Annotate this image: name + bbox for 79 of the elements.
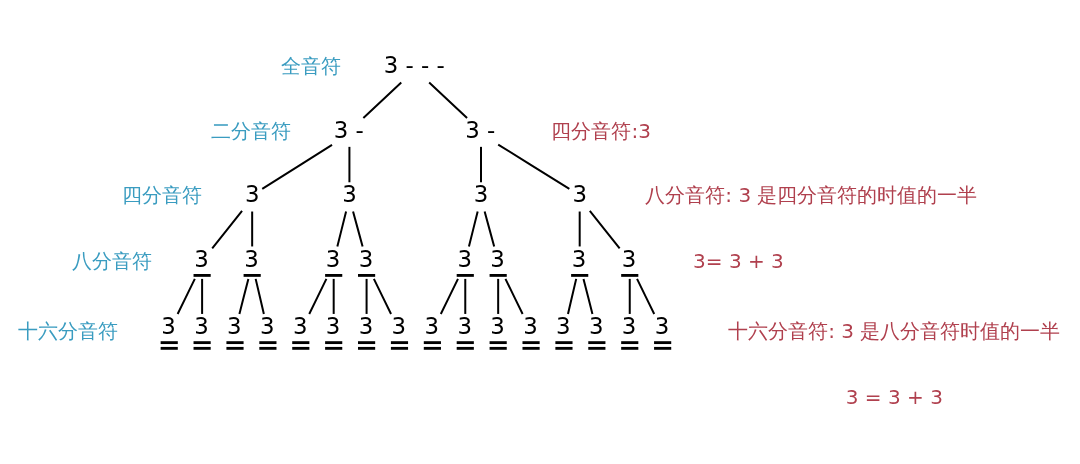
node-box bbox=[621, 273, 639, 277]
label: 八分音符 bbox=[72, 248, 152, 273]
node-label: 3 bbox=[227, 312, 242, 339]
node-label: 3 bbox=[424, 312, 440, 339]
connector bbox=[497, 143, 571, 190]
label: 3 = 3 + 3 bbox=[845, 384, 943, 409]
node-label: 3 bbox=[292, 312, 308, 339]
connector bbox=[365, 277, 368, 315]
connector bbox=[211, 209, 244, 249]
node-text: 3 bbox=[473, 180, 489, 207]
node-box bbox=[456, 273, 474, 277]
node-label: 3 bbox=[571, 245, 587, 272]
node-label: 3 bbox=[325, 312, 341, 339]
label: 十六分音符 bbox=[17, 318, 118, 343]
connector bbox=[372, 277, 393, 315]
node-text: 3 - - - bbox=[383, 51, 445, 78]
node-label: 3 bbox=[457, 312, 472, 339]
node-text: 3 - bbox=[465, 116, 496, 143]
node-label: 3 bbox=[358, 245, 374, 272]
node-box bbox=[358, 273, 376, 277]
node-box bbox=[489, 273, 507, 277]
connector bbox=[497, 277, 500, 315]
node-label: 3 bbox=[621, 245, 637, 272]
node-label: 3 bbox=[244, 245, 259, 272]
connector bbox=[428, 81, 469, 119]
node-label: 3 bbox=[194, 245, 209, 272]
connector bbox=[261, 143, 334, 190]
node-box bbox=[571, 273, 589, 277]
node-text: 3 bbox=[342, 180, 357, 207]
node-label: 3 bbox=[621, 312, 637, 339]
connector bbox=[439, 277, 459, 315]
label: 全音符 bbox=[280, 53, 341, 78]
label: 3= 3 + 3 bbox=[693, 248, 784, 273]
connector bbox=[467, 210, 479, 247]
node-label: 3 bbox=[457, 245, 472, 272]
node-label: 3 bbox=[161, 312, 176, 339]
node-label: 3 bbox=[358, 312, 374, 339]
label: 四分音符 bbox=[122, 182, 203, 207]
connector bbox=[336, 210, 348, 247]
node-label: 3 bbox=[556, 312, 571, 339]
node-text: 3 bbox=[572, 180, 588, 207]
node-text: 3 bbox=[245, 180, 260, 207]
connector bbox=[628, 277, 631, 315]
connector bbox=[238, 277, 250, 315]
node-label: 3 bbox=[523, 312, 538, 339]
connector bbox=[504, 277, 524, 315]
node-label: 3 bbox=[490, 245, 505, 272]
connector bbox=[176, 277, 196, 315]
node-box bbox=[193, 273, 211, 277]
connector bbox=[332, 277, 335, 315]
connector bbox=[480, 145, 482, 183]
node-label: 3 bbox=[260, 312, 275, 339]
label: 八分音符: 3 是四分音符的时值的一半 bbox=[645, 182, 978, 207]
connector bbox=[201, 277, 204, 315]
connector bbox=[483, 210, 496, 247]
node-label: 3 bbox=[325, 245, 341, 272]
node-label: 3 bbox=[391, 312, 407, 339]
node-label: 3 bbox=[194, 312, 209, 339]
connector bbox=[362, 81, 403, 119]
label: 十六分音符: 3 是八分音符时值的一半 bbox=[728, 318, 1061, 343]
connector bbox=[636, 277, 656, 315]
node-label: 3 bbox=[490, 312, 505, 339]
label: 二分音符 bbox=[210, 118, 291, 143]
node-label: 3 bbox=[588, 312, 604, 339]
connector bbox=[464, 277, 467, 315]
node-text: 3 - bbox=[333, 116, 364, 143]
connector bbox=[588, 209, 621, 249]
connector bbox=[251, 210, 254, 247]
connector bbox=[567, 277, 578, 315]
connector bbox=[578, 210, 581, 247]
node-label: 3 bbox=[654, 312, 670, 339]
connector bbox=[582, 277, 594, 315]
connector bbox=[348, 145, 351, 183]
node-box bbox=[325, 273, 343, 277]
node-box bbox=[243, 273, 261, 277]
label: 四分音符:3 bbox=[551, 118, 651, 143]
connector bbox=[352, 210, 364, 247]
connector bbox=[254, 277, 265, 315]
connector bbox=[308, 277, 328, 315]
